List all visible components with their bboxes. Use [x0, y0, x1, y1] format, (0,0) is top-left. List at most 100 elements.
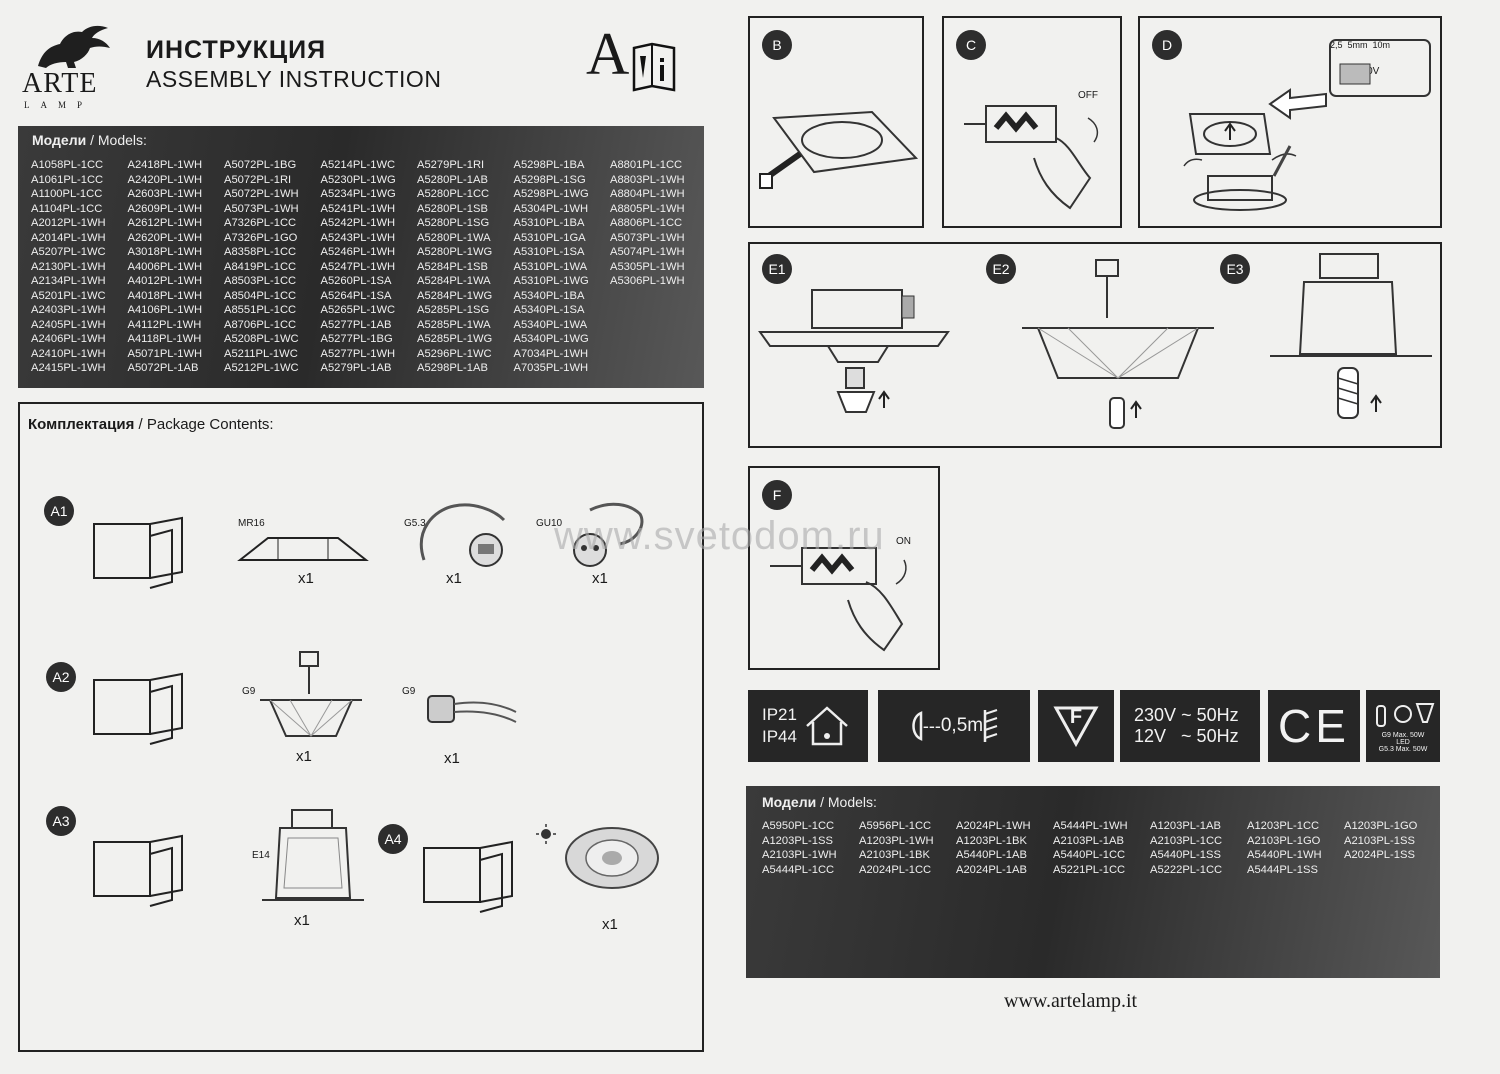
header: ARTE LAMP ИНСТРУКЦИЯ ASSEMBLY INSTRUCTIO… [18, 21, 708, 122]
terminal-switch-off-illustration [964, 105, 1099, 210]
title-ru: ИНСТРУКЦИЯ [146, 36, 327, 64]
model-code: A1203PL-1BK [956, 834, 1027, 847]
model-code: A5221PL-1CC [1053, 863, 1126, 876]
model-code: A5280PL-1WA [417, 231, 491, 244]
label-g9-frame: G9 [242, 686, 256, 697]
model-code: A2405PL-1WH [31, 318, 106, 331]
model-code: A2403PL-1WH [31, 304, 106, 316]
box-icon [93, 834, 183, 907]
model-code: A5310PL-1WA [513, 260, 588, 273]
model-code: A5440PL-1WH [1247, 849, 1322, 861]
model-code: A5073PL-1WH [224, 202, 299, 215]
label-g53: G5.3 [404, 518, 426, 529]
qty-gu10: x1 [592, 570, 608, 587]
model-code: A5440PL-1CC [1053, 849, 1126, 861]
ip44-text: IP44 [762, 727, 797, 746]
step-panel-e: E1 E2 E3 [748, 242, 1442, 448]
model-code: A5247PL-1WH [320, 260, 396, 273]
model-code: A5280PL-1WG [417, 246, 493, 258]
step-badge-a2: A2 [46, 662, 76, 692]
qty-e14: x1 [294, 912, 310, 929]
cable-length: 10m [1372, 40, 1391, 50]
qty-mr16: x1 [298, 570, 314, 587]
step-panel-d: D 2,5 5mm 10m 230V [1138, 16, 1442, 228]
model-code: A5280PL-1SB [417, 202, 488, 215]
model-code: A5284PL-1WA [417, 275, 491, 287]
model-code: A5072PL-1WH [224, 188, 299, 200]
model-code: A5214PL-1WC [320, 159, 396, 171]
model-code: A2410PL-1WH [31, 347, 106, 360]
g53-max-text: G5.3 Max. 50W [1378, 745, 1428, 753]
voltage-12: 12V [1134, 726, 1167, 746]
model-code: A7326PL-1GO [224, 231, 298, 244]
model-code: A1100PL-1CC [31, 188, 103, 200]
model-code: A4106PL-1WH [127, 304, 203, 316]
step-badge-c: C [956, 30, 986, 60]
mr16-frame-icon [237, 537, 369, 561]
qty-g9-frame: x1 [296, 748, 312, 765]
step-badge-e2: E2 [986, 254, 1016, 284]
footer-url[interactable]: www.artelamp.it [1004, 990, 1138, 1012]
label-gu10: GU10 [536, 518, 563, 529]
frame-pry-illustration [759, 110, 919, 189]
model-code: A2024PL-1SS [1344, 849, 1415, 861]
model-code: A1203PL-1AB [1150, 820, 1221, 832]
model-code: A2103PL-1GO [1247, 834, 1321, 847]
lamp-distance-icon [912, 711, 923, 741]
crystal-led-lamp-icon [565, 827, 659, 889]
package-contents-panel: Комплектация / Package Contents: A1 MR16… [18, 402, 704, 1052]
model-code: A5298PL-1SG [513, 173, 586, 186]
voltage-line-1: 230V ~ 50Hz [1134, 705, 1239, 726]
strip-length-b: 5mm [1347, 40, 1368, 50]
model-code: A5340PL-1SA [513, 304, 585, 316]
model-code: A2609PL-1WH [127, 202, 203, 215]
watermark-text: www.svetodom.ru [554, 514, 885, 558]
label-e14: E14 [252, 850, 270, 861]
ip-rating-badge: IP21 IP44 [748, 690, 868, 762]
step-panel-c: C OFF [942, 16, 1122, 228]
freq-2: ~ 50Hz [1181, 726, 1239, 746]
model-code: A2014PL-1WH [31, 231, 106, 244]
model-code: A5298PL-1BA [513, 159, 585, 171]
model-code: A5304PL-1WH [513, 202, 589, 215]
package-title: Комплектация / Package Contents: [28, 416, 274, 433]
model-code: A2603PL-1WH [127, 188, 203, 200]
model-code: A5072PL-1AB [127, 362, 199, 374]
model-code: A5340PL-1WG [513, 333, 589, 345]
model-code: A5277PL-1BG [320, 333, 393, 345]
model-code: A5072PL-1BG [224, 159, 297, 171]
f-mark-text: F [1069, 706, 1083, 728]
model-code: A1203PL-1CC [1247, 820, 1320, 832]
model-code: A2103PL-1AB [1053, 834, 1124, 847]
ce-mark-text: CE [1278, 700, 1350, 752]
model-code: A2620PL-1WH [127, 231, 203, 244]
model-code: A5440PL-1SS [1150, 849, 1221, 861]
model-code: A2612PL-1WH [127, 217, 203, 229]
model-code: A5306PL-1WH [610, 275, 685, 287]
model-code: A5285PL-1WG [417, 333, 493, 345]
model-code: A2134PL-1WH [31, 275, 106, 287]
distance-dashes: --- [922, 715, 941, 736]
info-booklet-icon [632, 42, 676, 92]
bulb-spec-badge: G9 Max. 50W LED G5.3 Max. 50W [1366, 690, 1440, 762]
model-code: A1203PL-1WH [859, 834, 934, 847]
g9-crystal-frame-icon [260, 651, 362, 737]
step-badge-f: F [762, 480, 792, 510]
model-code: A4012PL-1WH [127, 275, 203, 287]
model-code: A2103PL-1BK [859, 849, 930, 861]
g53-socket-icon [419, 503, 506, 567]
model-code: A8358PL-1CC [224, 246, 297, 258]
model-code: A1058PL-1CC [31, 159, 104, 171]
model-code: A5950PL-1CC [762, 820, 835, 832]
model-code: A2420PL-1WH [127, 173, 203, 186]
on-label: ON [896, 536, 911, 547]
model-code: A8803PL-1WH [610, 173, 685, 186]
model-code: A5208PL-1WC [224, 333, 299, 345]
title-en: ASSEMBLY INSTRUCTION [146, 66, 442, 92]
models-label-ru: Модели [32, 132, 87, 148]
models-title: Модели / Models: [32, 132, 147, 148]
